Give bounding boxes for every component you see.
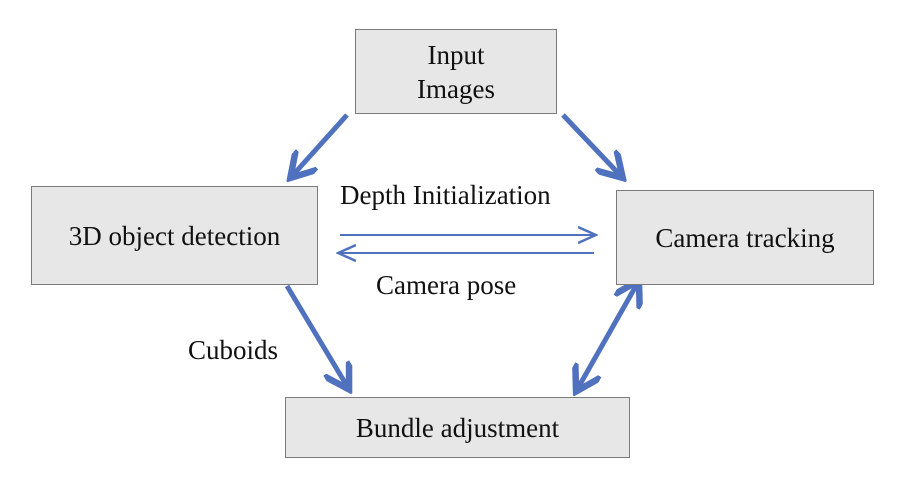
arrow-input-to-tracking: [561, 113, 620, 175]
node-input-images: Input Images: [355, 29, 557, 114]
arrow-bundle-tracking-bidirectional: [578, 284, 637, 388]
label-depth-initialization: Depth Initialization: [340, 180, 551, 210]
node-3d-object-detection: 3D object detection: [31, 186, 318, 285]
arrow-detection-to-bundle: [284, 284, 347, 386]
node-bundle-adjustment: Bundle adjustment: [285, 397, 630, 458]
node-bundle-adjustment-label: Bundle adjustment: [355, 412, 560, 443]
arrow-input-to-detection: [293, 113, 349, 175]
label-camera-pose: Camera pose: [376, 270, 517, 300]
node-camera-tracking: Camera tracking: [616, 190, 874, 285]
node-input-images-label: Input Images: [417, 39, 495, 104]
node-camera-tracking-label: Camera tracking: [655, 222, 835, 253]
label-cuboids: Cuboids: [188, 335, 279, 365]
node-3d-object-detection-label: 3D object detection: [68, 220, 281, 251]
